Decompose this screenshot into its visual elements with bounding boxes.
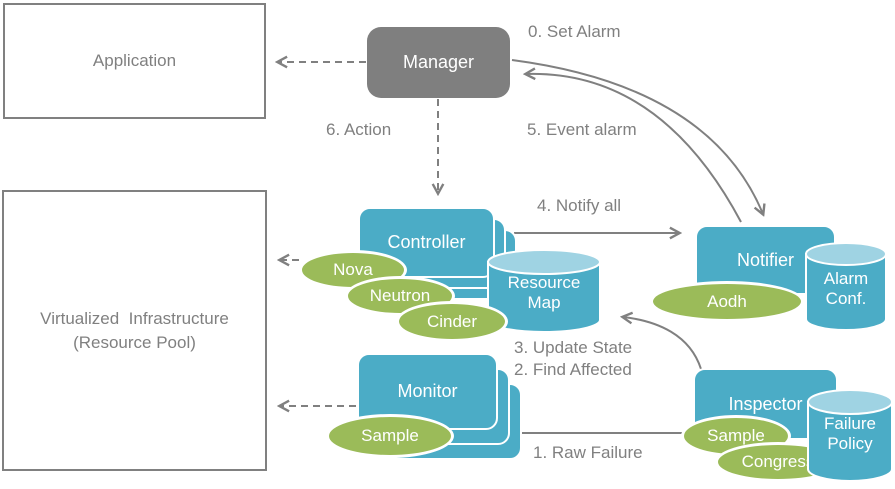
- cinder-pill: Cinder: [396, 301, 508, 342]
- label-event-alarm: 5. Event alarm: [527, 120, 637, 139]
- vi-label-line1: Virtualized Infrastructure: [40, 308, 229, 328]
- alarm-conf-cylinder: Alarm Conf.: [804, 241, 888, 332]
- edge-set-alarm-arc: [511, 59, 763, 214]
- sample-inspector-label: Sample: [707, 426, 765, 445]
- nova-label: Nova: [333, 260, 373, 279]
- resource-map-label-line2: Map: [527, 293, 561, 312]
- edge-event-alarm-arc: [526, 74, 742, 223]
- failure-policy-cylinder: Failure Policy: [806, 388, 894, 483]
- notifier-label: Notifier: [736, 249, 794, 270]
- label-action: 6. Action: [326, 120, 392, 139]
- label-find-affected: 2. Find Affected: [514, 360, 632, 379]
- resource-map-label-line1: Resource: [507, 273, 581, 292]
- controller-label: Controller: [387, 232, 466, 252]
- manager-label: Manager: [402, 52, 475, 72]
- monitor-label: Monitor: [397, 381, 458, 401]
- failure-policy-cylinder-shape: [807, 389, 893, 482]
- label-raw-failure: 1. Raw Failure: [533, 443, 643, 462]
- application-label: Application: [92, 51, 177, 70]
- alarm-conf-label-line2: Conf.: [825, 289, 867, 308]
- virtualized-infrastructure-box: Virtualized Infrastructure (Resource Poo…: [2, 190, 267, 471]
- inspector-label: Inspector: [728, 393, 803, 414]
- label-notify-all: 4. Notify all: [537, 196, 622, 215]
- edge-inspector-to-resource-map: [623, 317, 702, 370]
- sample-monitor-pill: Sample: [326, 414, 454, 458]
- alarm-conf-cylinder-shape: [805, 242, 887, 331]
- failure-policy-label: Failure Policy: [806, 414, 894, 454]
- alarm-conf-label-line1: Alarm: [823, 269, 869, 288]
- failure-policy-label-line2: Policy: [827, 434, 873, 453]
- neutron-label: Neutron: [369, 286, 431, 305]
- label-update-state: 3. Update State: [514, 338, 633, 357]
- failure-policy-label-line1: Failure: [824, 414, 876, 433]
- application-box: Application: [3, 3, 266, 119]
- resource-map-label: Resource Map: [486, 273, 602, 313]
- label-set-alarm: 0. Set Alarm: [528, 22, 621, 41]
- cinder-label: Cinder: [426, 311, 478, 331]
- vi-label-line2: (Resource Pool): [73, 332, 196, 352]
- alarm-conf-label: Alarm Conf.: [804, 269, 888, 309]
- manager-node: Manager: [367, 27, 510, 98]
- congress-label: Congress: [741, 452, 815, 471]
- aodh-pill: Aodh: [650, 281, 804, 322]
- neutron-pill: Neutron: [345, 276, 455, 316]
- aodh-label: Aodh: [707, 291, 747, 311]
- sample-monitor-label: Sample: [361, 426, 419, 445]
